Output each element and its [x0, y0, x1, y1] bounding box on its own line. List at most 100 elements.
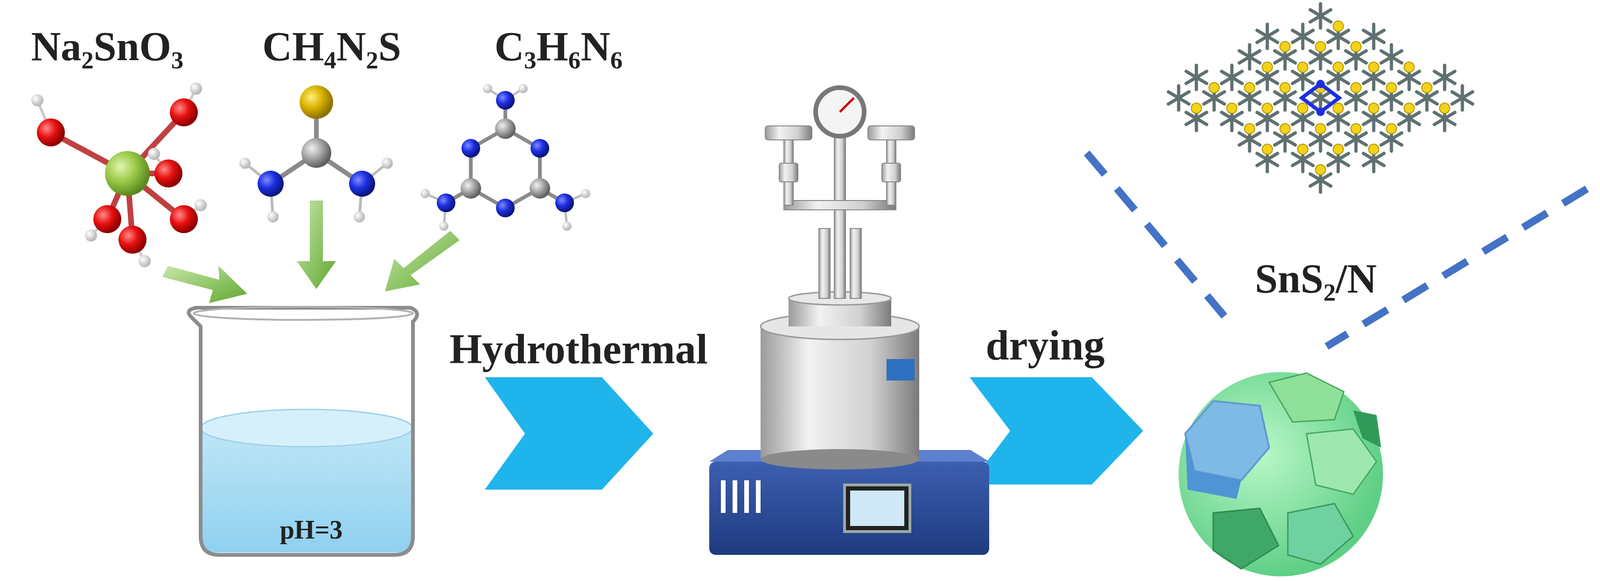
s-atom [1350, 41, 1362, 52]
sn-bond [1354, 56, 1358, 70]
sn-bond [1372, 118, 1376, 131]
ph-label: pH=3 [279, 516, 343, 545]
s-atom [1421, 82, 1433, 93]
sn-bond [1336, 77, 1341, 90]
n-atom [1316, 107, 1325, 117]
s-atom [1333, 62, 1344, 73]
sn-bond [1194, 77, 1199, 90]
step-label: Hydrothermal [449, 326, 708, 373]
s-atom [1368, 103, 1379, 114]
s-atom [1244, 82, 1255, 93]
s-atom [1333, 103, 1344, 114]
sn-bond [1168, 91, 1179, 98]
s-atom [1297, 62, 1308, 73]
sn-bond [1336, 159, 1341, 172]
sn-bond [1283, 97, 1287, 111]
sn-bond [1265, 118, 1270, 131]
sn-bond [1283, 139, 1287, 152]
sn-bond [1336, 118, 1341, 131]
sn-bond [1319, 15, 1323, 28]
sn-bond [1372, 36, 1376, 49]
sn-bond [1230, 77, 1234, 90]
sn-bond [1391, 50, 1402, 57]
sn-bond [1407, 118, 1412, 131]
sn-bond [1425, 97, 1429, 111]
s-atom [1244, 123, 1255, 134]
s-atom [1315, 164, 1326, 175]
s-atom [1208, 82, 1220, 93]
formula-label: C₃H₆N₆ [494, 24, 623, 70]
sn-bond [1319, 139, 1323, 152]
sn-bond [1177, 97, 1181, 111]
sn-bond [1363, 30, 1374, 37]
sn-bond [1460, 97, 1465, 111]
sn-bond [1257, 30, 1268, 37]
sn-bond [1221, 71, 1232, 78]
sn-bond [1443, 118, 1447, 131]
s-atom [1279, 82, 1291, 93]
sn-bond [1248, 56, 1252, 70]
sn-bond [1249, 50, 1260, 57]
sn-bond [1462, 91, 1473, 98]
sn-bond [1302, 30, 1314, 37]
sn-bond [1248, 97, 1252, 111]
sn-bond [1372, 159, 1376, 172]
sn-bond [1381, 50, 1392, 57]
s-atom [1386, 123, 1397, 134]
sn-bond [1372, 77, 1376, 90]
sn-bond [1301, 36, 1305, 49]
sn-bond [1301, 159, 1305, 172]
sn-bond [1178, 91, 1189, 98]
stannate-molecule [31, 82, 207, 268]
sn-bond [1301, 118, 1305, 131]
sn-bond [1336, 36, 1341, 49]
hydrothermal-reactor [709, 87, 990, 556]
sn-bond [1390, 97, 1394, 111]
s-atom [1297, 144, 1308, 155]
sn-bond [1212, 97, 1216, 111]
sn-bond [1186, 71, 1197, 78]
sn-bond [1265, 77, 1270, 90]
s-atom [1315, 41, 1326, 52]
step-label: drying [985, 322, 1105, 369]
sn-bond [1239, 50, 1250, 57]
sn-bond [1196, 71, 1207, 78]
sn-bond [1248, 139, 1252, 152]
s-atom [1262, 62, 1273, 73]
sn-bond [1444, 71, 1455, 78]
crystal-lattice [1168, 3, 1473, 193]
sn-bond [1354, 139, 1358, 152]
s-atom [1279, 41, 1291, 52]
s-atom [1404, 103, 1415, 114]
sn-bond [1230, 118, 1234, 131]
sn-bond [1354, 97, 1358, 111]
s-atom [1297, 103, 1308, 114]
sn-bond [1373, 30, 1384, 37]
beaker [188, 307, 418, 556]
s-atom [1350, 82, 1362, 93]
s-atom [1333, 20, 1344, 32]
sn-bond [1390, 139, 1394, 152]
feed-arrows [162, 200, 460, 304]
sn-bond [1390, 56, 1394, 70]
n-atom [1316, 79, 1325, 89]
sn-bond [1301, 77, 1305, 90]
product-label: SnS₂/N [1254, 256, 1377, 302]
formula-label: Na₂SnO₃ [31, 24, 184, 70]
formula-label: CH₄N₂S [262, 24, 401, 70]
sn-bond [1265, 159, 1270, 172]
s-atom [1315, 123, 1326, 134]
s-atom [1226, 103, 1237, 114]
sn-bond [1267, 30, 1278, 37]
s-atom [1191, 103, 1202, 114]
s-atom [1368, 144, 1379, 155]
melamine-molecule [420, 83, 591, 231]
sn-bond [1265, 36, 1270, 49]
s-atom [1333, 144, 1344, 155]
s-atom [1350, 123, 1362, 134]
s-atom [1404, 62, 1415, 73]
sn-bond [1283, 56, 1287, 70]
s-atom [1386, 82, 1397, 93]
sn-bond [1320, 9, 1331, 16]
sn-bond [1310, 9, 1321, 16]
